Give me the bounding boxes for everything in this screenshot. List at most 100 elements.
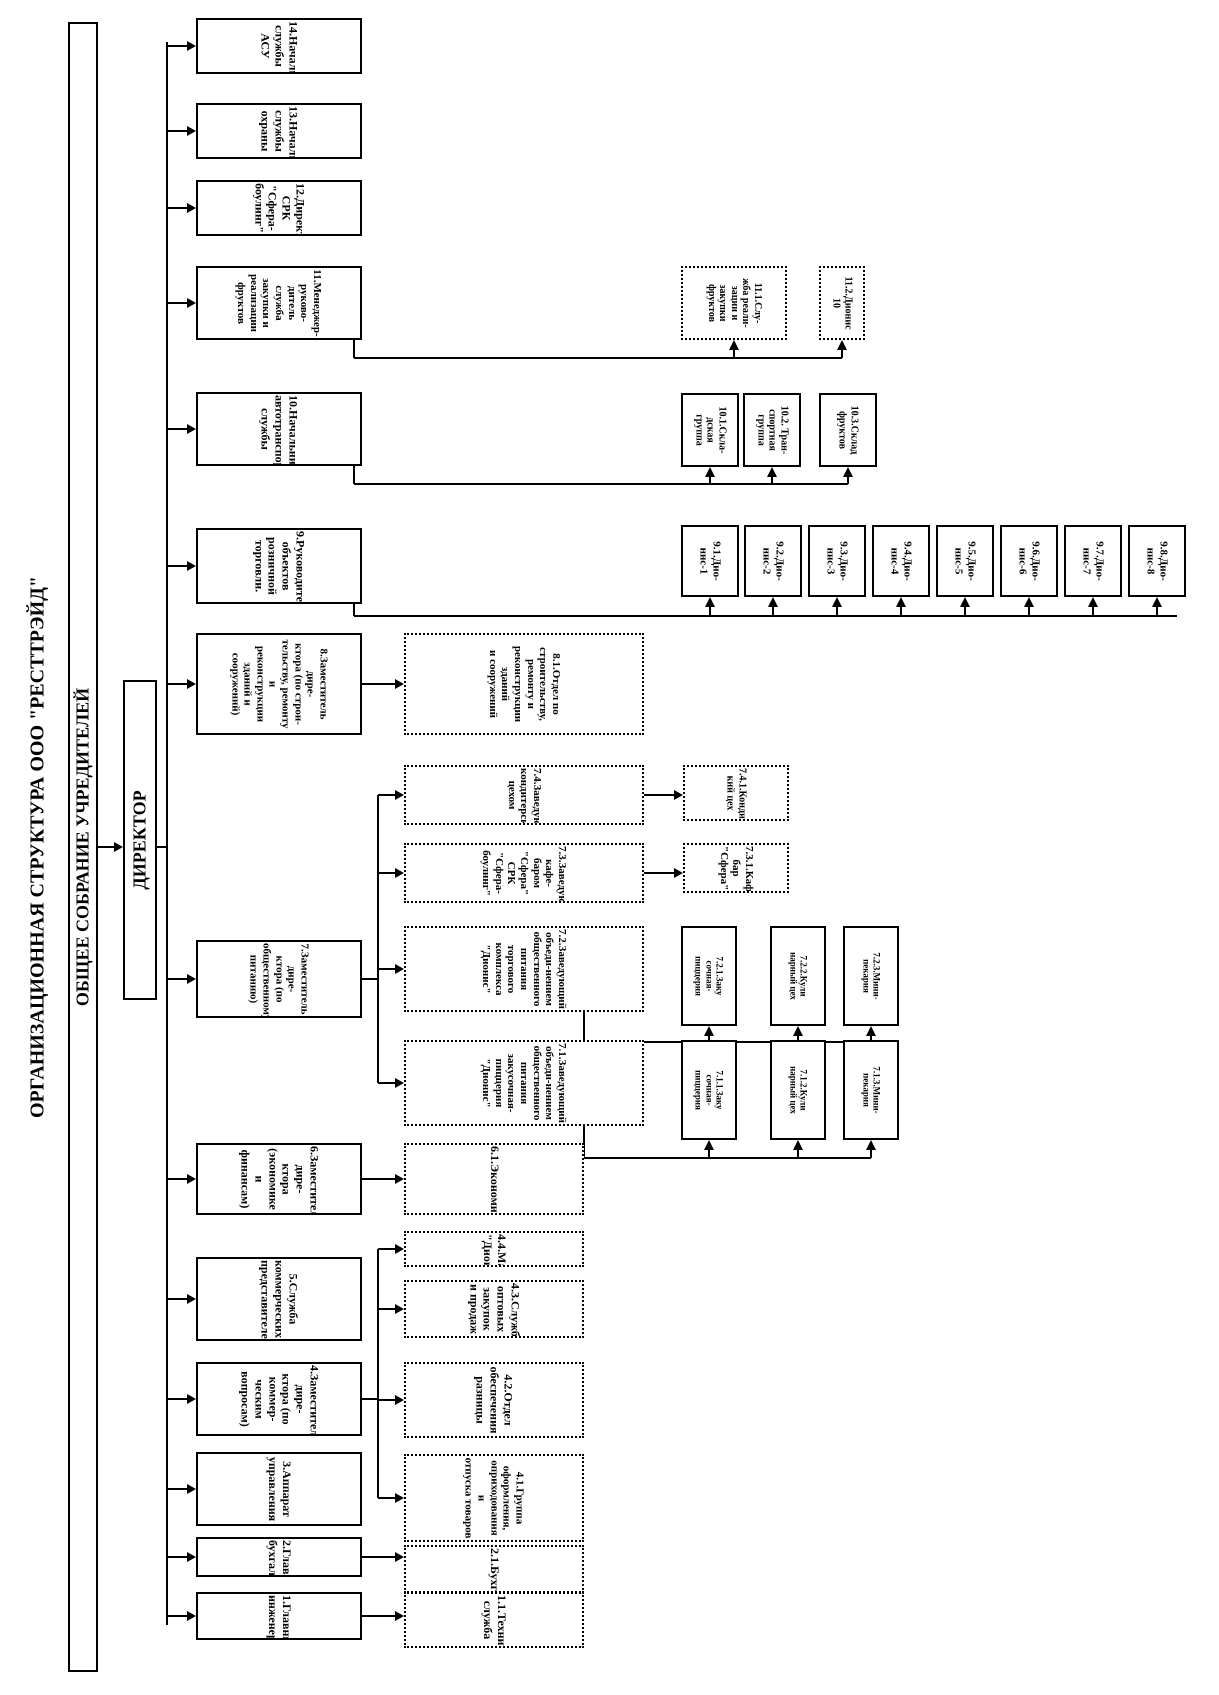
unit-label: 3.Аппарат управления xyxy=(266,1456,294,1522)
unit-box-5: 5.Служба коммерческих представителей xyxy=(196,1257,362,1341)
arrow-head xyxy=(187,424,196,434)
unit-label: 4.4.Магазин "Дионис-9" xyxy=(481,1234,509,1267)
unit-label: 5.Служба коммерческих представителей xyxy=(259,1260,301,1341)
unit-label: 9.7.Дио- нис-7 xyxy=(1081,541,1106,581)
arrow-head xyxy=(187,1552,196,1562)
unit-label: 12.Директор СРК "Сфера- боулинг" xyxy=(252,183,308,236)
director-box: ДИРЕКТОР xyxy=(123,680,157,1000)
unit-label: 7.4.Заведующий кондитерским цехом xyxy=(505,768,543,825)
unit-label: 7.Заместитель дире- ктора (по общественн… xyxy=(248,943,311,1018)
arrow-head xyxy=(187,1484,196,1494)
arrow-head xyxy=(187,1174,196,1184)
unit-box-6-1: 6.1.Экономисты xyxy=(404,1143,584,1215)
unit-label: 9.6.Дио- нис-6 xyxy=(1017,541,1042,581)
unit-box-6: 6.Заместитель дире- ктора (экономике и ф… xyxy=(196,1143,362,1215)
unit-label: 7.1.2.Кули нарный цех xyxy=(788,1066,809,1114)
arrow-head xyxy=(674,790,683,800)
arrow-head xyxy=(704,1140,714,1150)
unit-box-7-1-1: 7.1.1.Заку сочная- пиццерия xyxy=(681,1040,737,1140)
arrow-head xyxy=(832,597,842,607)
unit-box-4-2: 4.2.Отдел обеспечения разницы xyxy=(404,1362,584,1438)
unit-box-9: 9.Руководители объектов розничной торгов… xyxy=(196,528,362,604)
unit-box-2: 2.Главный бухгалтер xyxy=(196,1537,362,1577)
unit-label: 2.Главный бухгалтер xyxy=(266,1540,294,1577)
unit-label: 10.3.Склад фруктов xyxy=(837,405,860,455)
unit-box-9-4: 9.4.Дио- нис-4 xyxy=(872,525,930,597)
arrow-head xyxy=(896,597,906,607)
arrow-head xyxy=(729,340,739,350)
unit-box-9-3: 9.3.Дио- нис-3 xyxy=(808,525,866,597)
unit-label: 8.1.Отдел по строительству, ремонту и ре… xyxy=(486,645,562,723)
arrow-head xyxy=(395,964,404,974)
founders-box: ОБЩЕЕ СОБРАНИЕ УЧРЕДИТЕЛЕЙ xyxy=(68,22,98,1672)
arrow-head xyxy=(187,203,196,213)
unit-box-9-5: 9.5.Дио- нис-5 xyxy=(936,525,994,597)
unit-box-8: 8.Заместитель дире- ктора (по строи- тел… xyxy=(196,633,362,735)
unit-box-4: 4.Заместитель дире- ктора (по коммер- че… xyxy=(196,1362,362,1436)
unit-label: 11.Менеджер-руково- дитель служба закупк… xyxy=(235,269,324,337)
unit-box-7-4-1: 7.4.1.Кондитерс- кий цех xyxy=(683,765,789,821)
unit-box-14: 14.Начальник службы АСУ xyxy=(196,18,362,74)
unit-label: 10.Начальник автотранспортной службы xyxy=(259,395,301,466)
unit-label: 7.4.1.Кондитерс- кий цех xyxy=(725,768,748,821)
unit-box-7-1: 7.1.Заведующий объеди-нением общественно… xyxy=(404,1040,644,1126)
unit-label: 7.2.2.Кули нарный цех xyxy=(788,952,809,1000)
unit-label: 4.Заместитель дире- ктора (по коммер- че… xyxy=(238,1365,322,1436)
unit-label: 4.2.Отдел обеспечения разницы xyxy=(474,1366,516,1434)
unit-box-9-7: 9.7.Дио- нис-7 xyxy=(1064,525,1122,597)
unit-box-9-1: 9.1.Дио- нис-1 xyxy=(681,525,739,597)
arrow-head xyxy=(395,1174,404,1184)
unit-label: 1.1.Техническая служба xyxy=(481,1595,509,1648)
arrow-head xyxy=(187,974,196,984)
founders-label: ОБЩЕЕ СОБРАНИЕ УЧРЕДИТЕЛЕЙ xyxy=(72,687,93,1007)
unit-label: 4.3.Служба оптовых закупок и продаж xyxy=(467,1283,523,1338)
arrow-head xyxy=(187,679,196,689)
unit-box-11-2: 11.2.Дионис 10 xyxy=(819,266,865,340)
arrow-head xyxy=(187,1394,196,1404)
unit-box-7-2: 7.2.Заведующий объеди-нением общественно… xyxy=(404,926,644,1012)
unit-label: 13.Начальник службы охраны xyxy=(259,106,301,159)
unit-label: 9.4.Дио- нис-4 xyxy=(889,541,914,581)
arrow-head xyxy=(1088,597,1098,607)
unit-box-7-3-1: 7.3.1.Кафе-бар "Сфера" xyxy=(683,843,789,893)
arrow-head xyxy=(960,597,970,607)
arrow-head xyxy=(395,1304,404,1314)
director-label: ДИРЕКТОР xyxy=(129,790,150,890)
unit-label: 14.Начальник службы АСУ xyxy=(259,21,301,74)
arrow-head xyxy=(114,842,123,852)
unit-label: 7.1.1.Заку сочная- пиццерия xyxy=(693,1070,725,1110)
arrow-head xyxy=(187,126,196,136)
unit-label: 9.5.Дио- нис-5 xyxy=(953,541,978,581)
chart-title: ОРГАНИЗАЦИОННАЯ СТРУКТУРА ООО "РЕСТТРЭЙД… xyxy=(26,575,49,1119)
unit-box-10-1: 10.1.Скла- дская группа xyxy=(681,393,739,467)
unit-box-7-2-2: 7.2.2.Кули нарный цех xyxy=(770,926,826,1026)
arrow-head xyxy=(395,1395,404,1405)
arrow-head xyxy=(187,1294,196,1304)
arrow-head xyxy=(1152,597,1162,607)
unit-box-13: 13.Начальник службы охраны xyxy=(196,103,362,159)
unit-box-4-1: 4.1.Группа оформления, оприходования и о… xyxy=(404,1454,584,1542)
unit-label: 6.1.Экономисты xyxy=(487,1146,502,1215)
arrow-head xyxy=(187,41,196,51)
arrow-head xyxy=(705,597,715,607)
unit-box-7-2-3: 7.2.3.Мини- пекария xyxy=(843,926,899,1026)
arrow-head xyxy=(1024,597,1034,607)
unit-box-10-2: 10.2. Тран- спортная группа xyxy=(743,393,801,467)
unit-box-8-1: 8.1.Отдел по строительству, ремонту и ре… xyxy=(404,633,644,735)
unit-box-7-2-1: 7.2.1.Заку сочная- пиццерия xyxy=(681,926,737,1026)
arrow-head xyxy=(395,1078,404,1088)
unit-label: 1.Главный инженер xyxy=(266,1595,294,1640)
arrow-head xyxy=(187,1611,196,1621)
arrow-head xyxy=(837,340,847,350)
unit-label: 7.1.3.Мини- пекария xyxy=(861,1066,882,1114)
unit-label: 7.2.Заведующий объеди-нением общественно… xyxy=(480,929,569,1009)
arrow-head xyxy=(395,1552,404,1562)
arrow-head xyxy=(395,1611,404,1621)
unit-label: 9.2.Дио- нис-2 xyxy=(761,541,786,581)
unit-box-3: 3.Аппарат управления xyxy=(196,1452,362,1526)
unit-label: 8.Заместитель дире- ктора (по строи- тел… xyxy=(229,639,330,729)
unit-box-1: 1.Главный инженер xyxy=(196,1592,362,1640)
arrow-head xyxy=(674,868,683,878)
